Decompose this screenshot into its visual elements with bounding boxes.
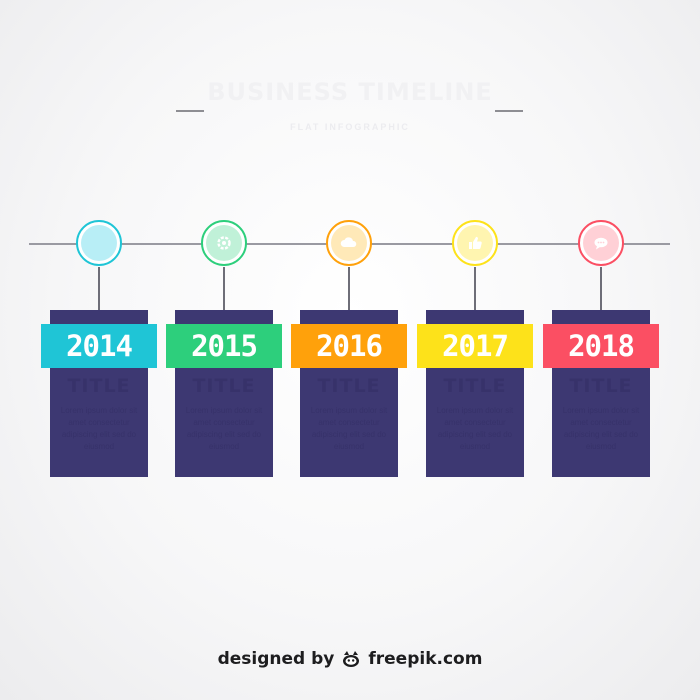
connector-line xyxy=(474,267,476,311)
card-text: Lorem ipsum dolor sit amet consectetur a… xyxy=(562,406,640,451)
header-divider-right xyxy=(495,110,523,112)
card-title: TITLE xyxy=(317,375,381,397)
milestone-circle xyxy=(578,220,624,266)
card-text: Lorem ipsum dolor sit amet consectetur a… xyxy=(310,406,388,451)
card-text: Lorem ipsum dolor sit amet consectetur a… xyxy=(185,406,263,451)
milestone-circle-fill xyxy=(583,225,619,261)
card-title: TITLE xyxy=(67,375,131,397)
footer-credit: designed by freepik.com xyxy=(0,648,700,670)
card-text: Lorem ipsum dolor sit amet consectetur a… xyxy=(436,406,514,451)
year-label: 2014 xyxy=(41,324,157,368)
chat-bubble-icon xyxy=(594,237,608,250)
year-label: 2015 xyxy=(166,324,282,368)
year-label: 2016 xyxy=(291,324,407,368)
footer-designed-by: designed by xyxy=(217,649,335,669)
milestone-circle-fill xyxy=(331,225,367,261)
milestone-circle xyxy=(76,220,122,266)
header-subtitle: FLAT INFOGRAPHIC xyxy=(290,122,410,132)
header-title: BUSINESS TIMELINE xyxy=(207,78,493,106)
gear-icon xyxy=(217,236,231,250)
milestone-circle-fill xyxy=(457,225,493,261)
year-label: 2017 xyxy=(417,324,533,368)
year-label: 2018 xyxy=(543,324,659,368)
milestone-circle-fill xyxy=(81,225,117,261)
card-text: Lorem ipsum dolor sit amet consectetur a… xyxy=(60,406,138,451)
thumbs-up-icon xyxy=(469,236,482,250)
milestone-circle-fill xyxy=(206,225,242,261)
card-title: TITLE xyxy=(569,375,633,397)
card-title: TITLE xyxy=(192,375,256,397)
cloud-icon xyxy=(340,237,357,247)
footer-brand[interactable]: freepik.com xyxy=(368,649,483,669)
header-divider-left xyxy=(176,110,204,112)
milestone-circle xyxy=(452,220,498,266)
connector-line xyxy=(223,267,225,311)
card-title: TITLE xyxy=(443,375,507,397)
freepik-logo-icon xyxy=(343,651,360,667)
connector-line xyxy=(348,267,350,311)
connector-line xyxy=(600,267,602,311)
connector-line xyxy=(98,267,100,311)
milestone-circle xyxy=(326,220,372,266)
milestone-circle xyxy=(201,220,247,266)
